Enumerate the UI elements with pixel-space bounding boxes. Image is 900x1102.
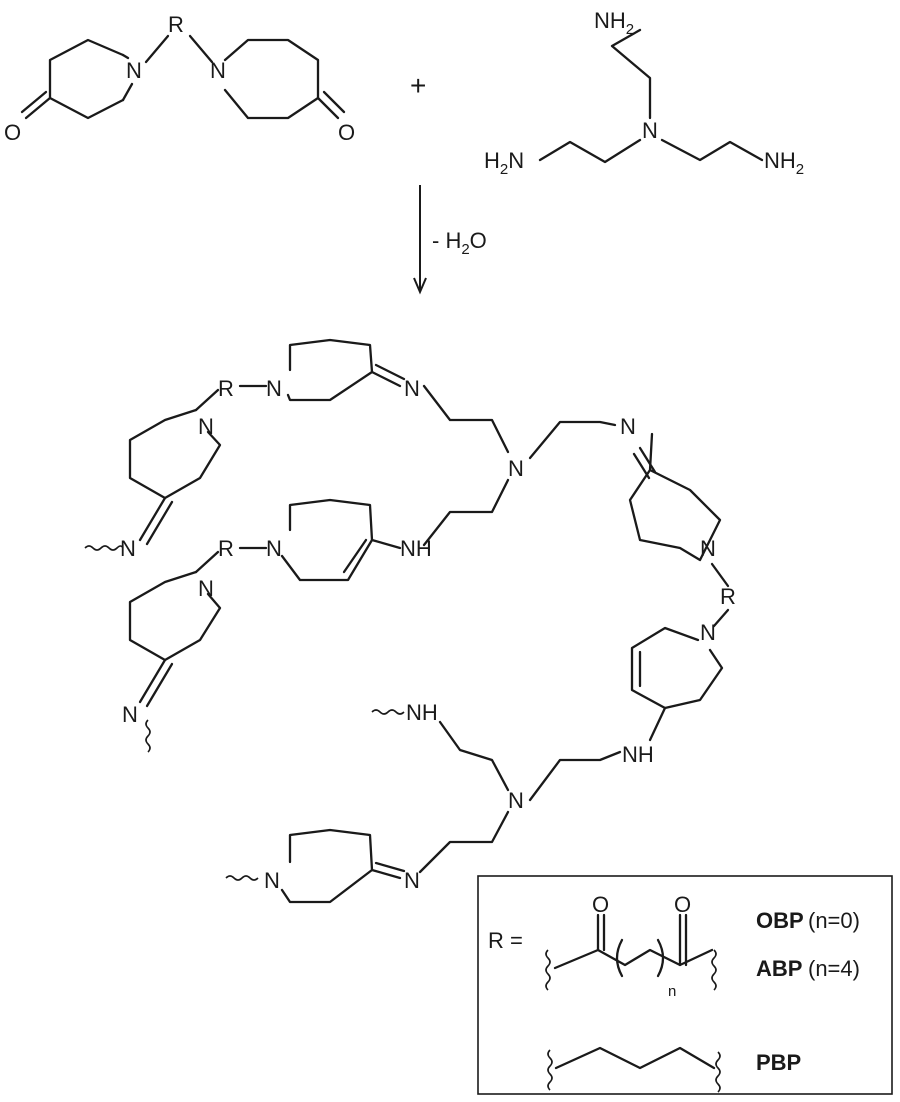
atom-n: N	[264, 868, 280, 893]
atom-r: R	[218, 376, 234, 401]
atom-r: R	[168, 12, 184, 37]
atom-r: R	[720, 584, 736, 609]
legend-entry-detail: (n=0)	[808, 908, 860, 933]
r-legend: R = O O n OBP (n=0) ABP (n=4) PBP	[477, 875, 893, 1095]
atom-n: N	[198, 576, 214, 601]
atom-n: N	[404, 868, 420, 893]
atom-n: N	[642, 118, 658, 143]
legend-entry-detail: (n=4)	[808, 956, 860, 981]
atom-n: N	[700, 620, 716, 645]
atom-n: N	[508, 456, 524, 481]
atom-n: N	[120, 536, 136, 561]
atom-nh2: NH2	[594, 8, 634, 38]
legend-entry-name: PBP	[756, 1050, 801, 1075]
atom-n: N	[266, 376, 282, 401]
atom-o: O	[674, 892, 691, 917]
atom-h2n: H2N	[484, 148, 524, 178]
atom-n: N	[122, 702, 138, 727]
atom-n: N	[620, 414, 636, 439]
atom-n: N	[266, 536, 282, 561]
atom-nh: NH	[622, 742, 654, 767]
legend-n-label: n	[668, 983, 676, 1000]
polymer-network: R N N N N N N R N NH N R N N N NH NH N N…	[84, 338, 736, 904]
reactant-bispiperidone: N R N O O	[4, 12, 355, 145]
atom-n: N	[508, 788, 524, 813]
reactant-tren: NH2 N H2N NH2	[484, 8, 804, 178]
reaction-arrow: - H2O	[413, 185, 487, 295]
atom-n: N	[404, 376, 420, 401]
plus-sign: +	[410, 70, 426, 101]
atom-nh: NH	[406, 700, 438, 725]
legend-entry-name: OBP	[756, 908, 804, 933]
atom-o: O	[4, 120, 21, 145]
byproduct-label: - H2O	[432, 228, 487, 258]
legend-r-label: R =	[488, 928, 523, 953]
atom-o: O	[338, 120, 355, 145]
atom-nh: NH	[400, 536, 432, 561]
atom-o: O	[592, 892, 609, 917]
atom-n: N	[198, 414, 214, 439]
legend-entry-name: ABP	[756, 956, 802, 981]
atom-n: N	[700, 536, 716, 561]
atom-n: N	[210, 58, 226, 83]
atom-n: N	[126, 58, 142, 83]
atom-nh2: NH2	[764, 148, 804, 178]
atom-r: R	[218, 536, 234, 561]
